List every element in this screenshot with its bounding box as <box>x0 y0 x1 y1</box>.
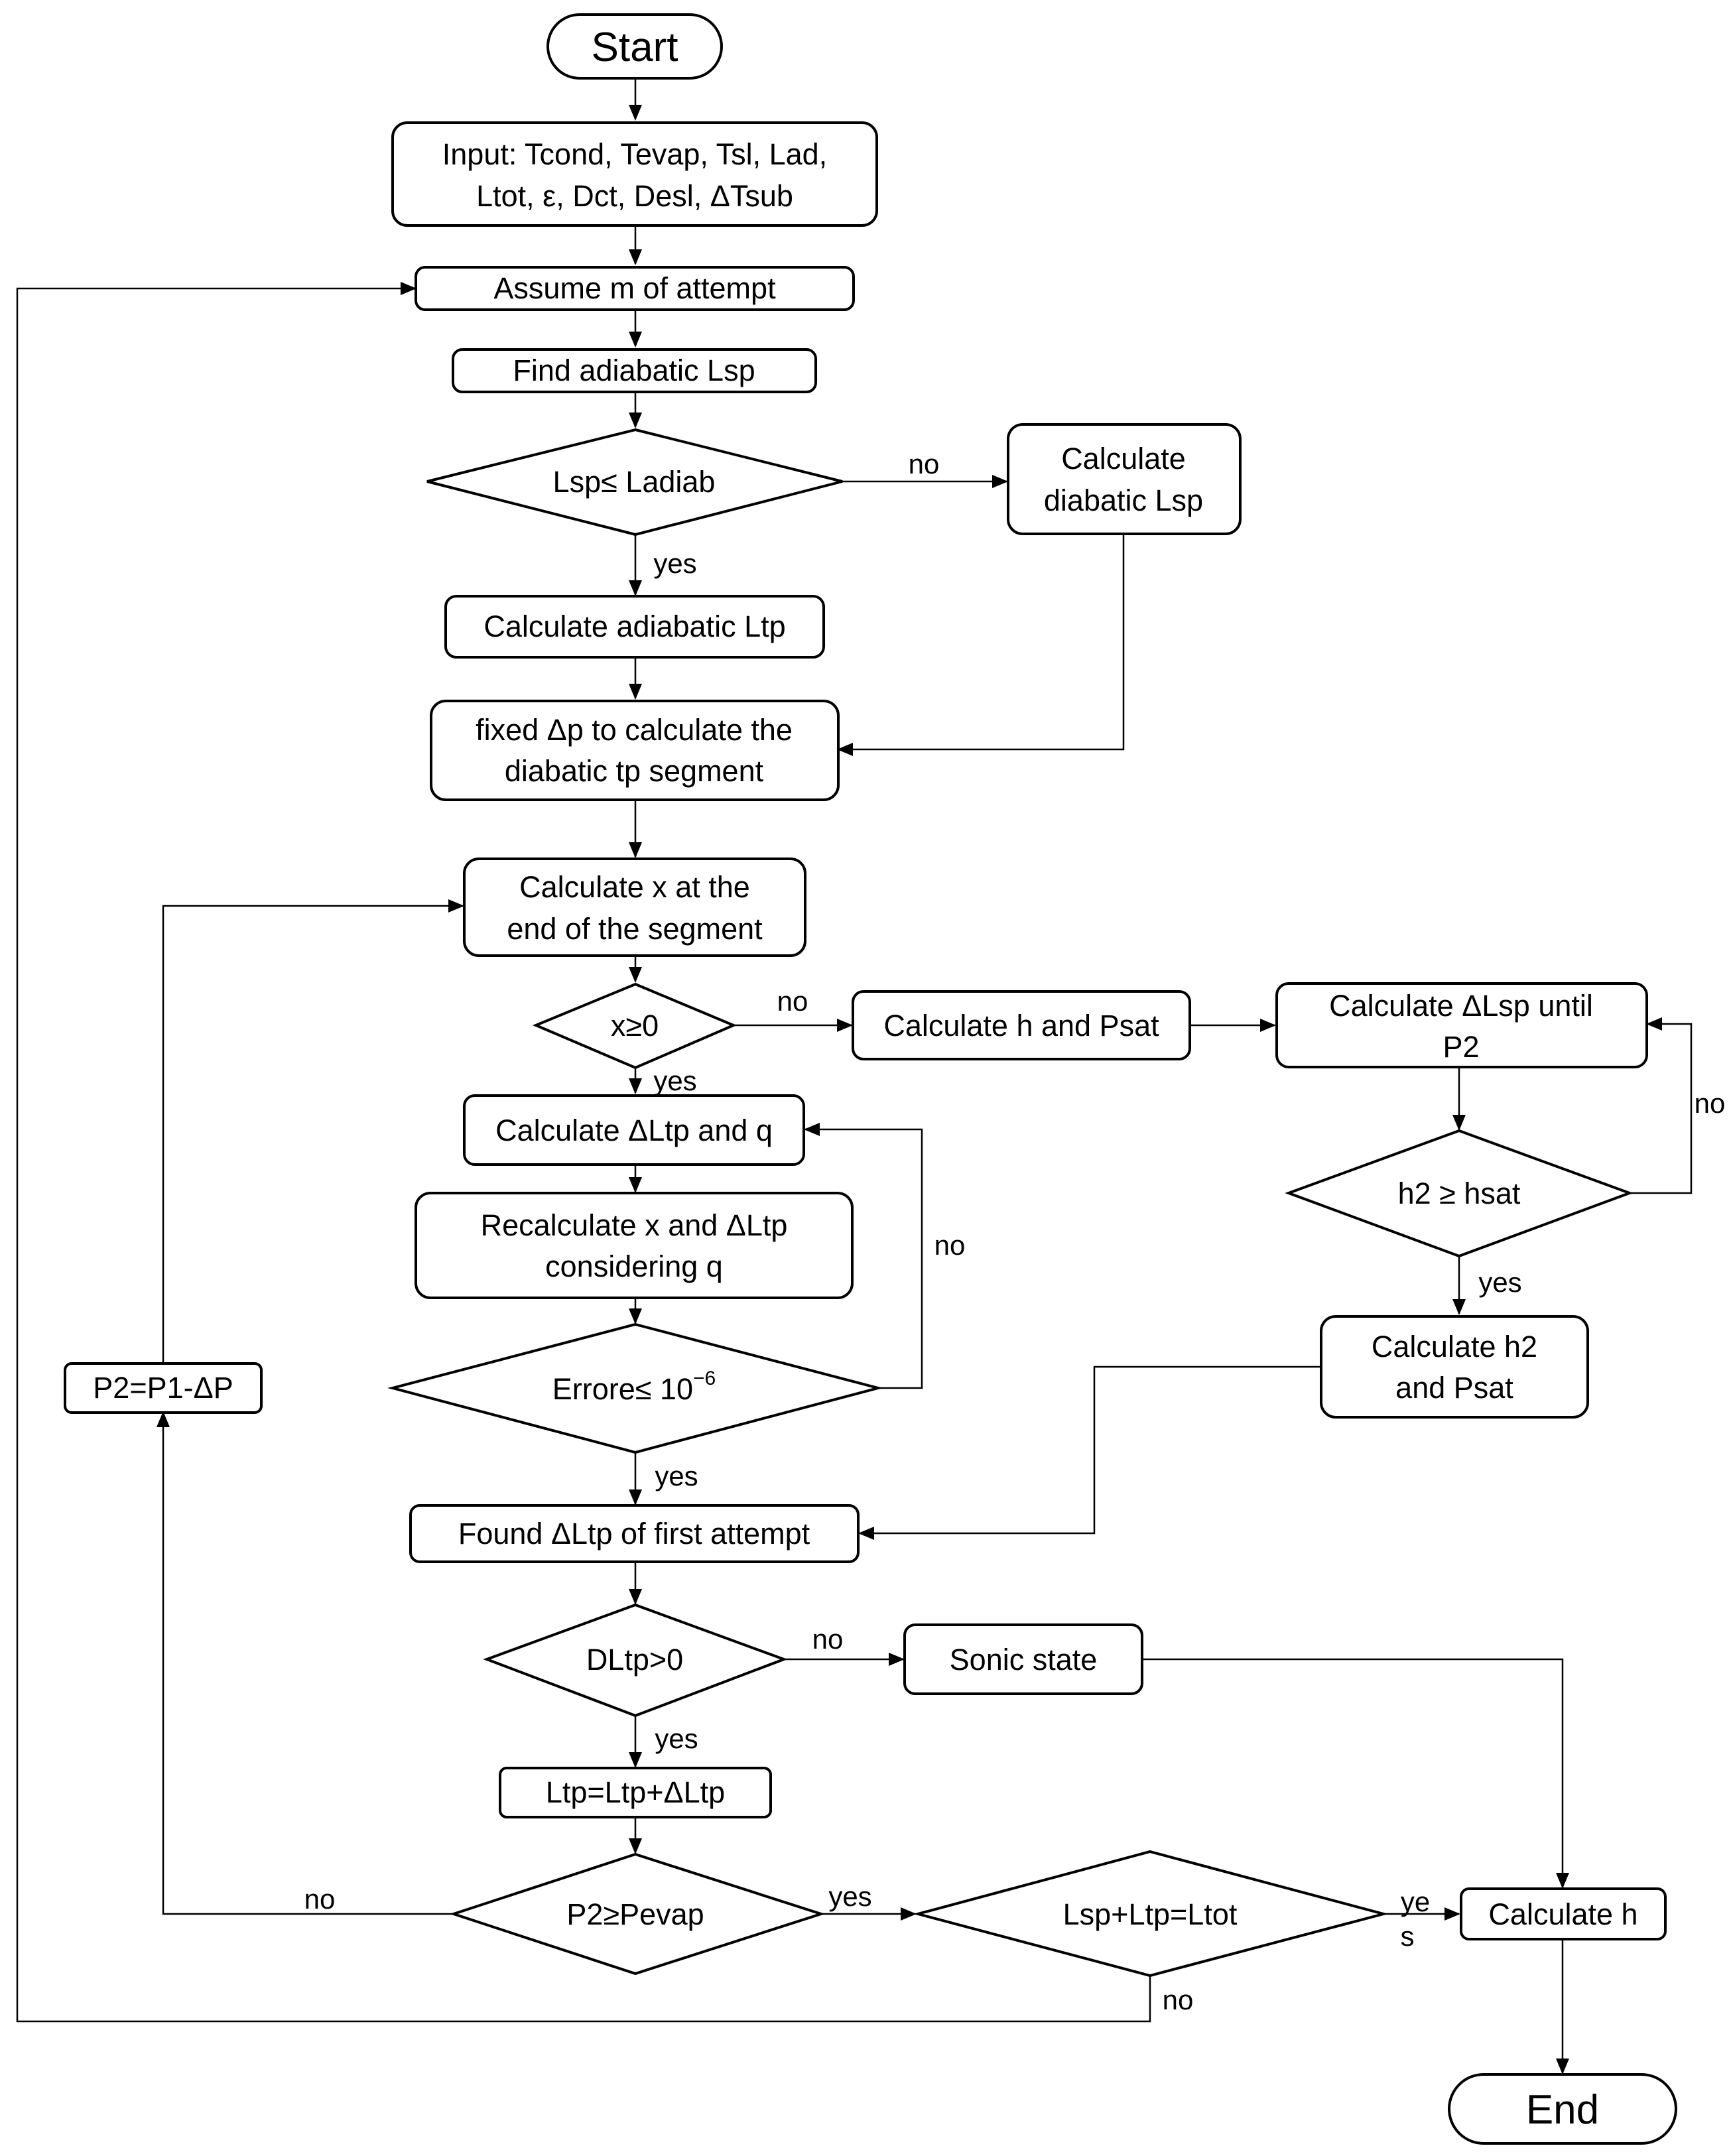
edge-labels: no yes no yes no yes no yes no yes no ye… <box>304 448 1726 2015</box>
find-adiabatic-lsp-box: Find adiabatic Lsp <box>452 348 817 393</box>
calc-dlsp-p2-box: Calculate ΔLsp until P2 <box>1275 982 1648 1068</box>
dltp-gt-0-label: DLtp>0 <box>586 1643 683 1677</box>
input-box: Input: Tcond, Tevap, Tsl, Lad, Ltot, ε, … <box>391 121 878 227</box>
fixed-dp-line-1: fixed Δp to calculate the <box>476 713 793 747</box>
label-h2-yes: yes <box>1478 1267 1521 1298</box>
ltp-update-label: Ltp=Ltp+ΔLtp <box>546 1775 725 1809</box>
label-p2-no: no <box>304 1883 336 1915</box>
nodes: Start Input: Tcond, Tevap, Tsl, Lad, Lto… <box>64 13 1677 2145</box>
label-lsp-no: no <box>909 448 940 479</box>
p2-ge-pevap-decision: P2≥Pevap <box>449 1852 826 1976</box>
edge-h2psat-found <box>858 1365 1320 1540</box>
sonic-state-box: Sonic state <box>903 1623 1143 1695</box>
label-dltp-no: no <box>812 1623 844 1655</box>
label-ltot-yes-2: s <box>1401 1921 1415 1952</box>
label-x-yes: yes <box>653 1065 696 1096</box>
calc-adiabatic-ltp-box: Calculate adiabatic Ltp <box>444 595 825 659</box>
sonic-state-label: Sonic state <box>950 1643 1098 1677</box>
dltp-gt-0-decision: DLtp>0 <box>483 1603 788 1718</box>
calc-dltp-q-label: Calculate ΔLtp and q <box>495 1113 773 1147</box>
edge-diab-lsp-fixed <box>837 534 1125 756</box>
edge-p2eq-calcx <box>162 899 464 1363</box>
calc-dltp-q-box: Calculate ΔLtp and q <box>463 1094 805 1166</box>
start-terminal: Start <box>546 13 723 80</box>
errore-exponent: −6 <box>693 1367 716 1389</box>
calc-h-psat-label: Calculate h and Psat <box>883 1009 1159 1043</box>
calc-diabatic-lsp-line-2: diabatic Lsp <box>1044 483 1203 517</box>
errore-text: Errore≤ 10 <box>552 1372 693 1406</box>
label-ltot-no: no <box>1163 1984 1194 2015</box>
find-adiabatic-lsp-label: Find adiabatic Lsp <box>513 353 755 387</box>
lsp-ltp-ltot-decision: Lsp+Ltp=Ltot <box>913 1850 1389 1978</box>
label-lsp-yes: yes <box>653 548 696 579</box>
recalc-x-dltp-line-2: considering q <box>545 1249 723 1283</box>
recalc-x-dltp-box: Recalculate x and ΔLtp considering q <box>415 1192 854 1299</box>
label-p2-yes: yes <box>828 1881 871 1912</box>
lsp-le-ladiab-decision: Lsp≤ Ladiab <box>426 428 843 537</box>
calc-x-end-line-1: Calculate x at the <box>519 870 750 904</box>
input-line-1: Input: Tcond, Tevap, Tsl, Lad, <box>442 137 827 171</box>
ltp-update-box: Ltp=Ltp+ΔLtp <box>499 1767 772 1818</box>
edge-sonic-calch <box>1142 1658 1569 1889</box>
recalc-x-dltp-line-1: Recalculate x and ΔLtp <box>481 1208 788 1242</box>
calc-h-box: Calculate h <box>1460 1887 1667 1940</box>
start-label: Start <box>592 25 678 70</box>
edge-p2-no <box>157 1411 454 1915</box>
calc-h-label: Calculate h <box>1488 1897 1637 1931</box>
input-line-2: Ltot, ε, Dct, Desl, ΔTsub <box>476 179 793 213</box>
edges <box>16 78 1693 2074</box>
x-ge-0-decision: x≥0 <box>532 982 737 1070</box>
errore-label: Errore≤ 10−6 <box>552 1367 716 1406</box>
p2-eq-label: P2=P1-ΔP <box>93 1371 233 1405</box>
edge-ltot-no <box>16 282 1151 2023</box>
label-errore-yes: yes <box>655 1460 698 1491</box>
calc-x-end-line-2: end of the segment <box>507 912 763 946</box>
h2-ge-hsat-decision: h2 ≥ hsat <box>1285 1129 1634 1258</box>
lsp-ltp-ltot-label: Lsp+Ltp=Ltot <box>1063 1897 1238 1931</box>
edge-errore-no <box>804 1123 923 1389</box>
label-x-no: no <box>777 985 808 1017</box>
calc-diabatic-lsp-line-1: Calculate <box>1061 442 1186 476</box>
found-dltp-label: Found ΔLtp of first attempt <box>458 1517 810 1551</box>
p2-eq-box: P2=P1-ΔP <box>64 1362 263 1414</box>
calc-h-psat-box: Calculate h and Psat <box>852 990 1191 1060</box>
fixed-dp-line-2: diabatic tp segment <box>505 754 764 788</box>
calc-dlsp-p2-line-1: Calculate ΔLsp until <box>1329 989 1593 1023</box>
label-errore-no: no <box>934 1230 966 1261</box>
lsp-le-ladiab-label: Lsp≤ Ladiab <box>553 465 716 499</box>
calc-x-end-box: Calculate x at the end of the segment <box>463 857 806 957</box>
end-terminal: End <box>1448 2073 1677 2145</box>
label-ltot-yes-1: ye <box>1401 1886 1430 1917</box>
found-dltp-box: Found ΔLtp of first attempt <box>409 1504 860 1563</box>
label-h2-no: no <box>1695 1088 1726 1119</box>
calc-h2-psat-box: Calculate h2 and Psat <box>1320 1315 1589 1419</box>
calc-dlsp-p2-line-2: P2 <box>1442 1030 1479 1064</box>
x-ge-0-label: x≥0 <box>611 1009 659 1043</box>
assume-m-label: Assume m of attempt <box>493 271 776 305</box>
errore-decision: Errore≤ 10−6 <box>387 1322 883 1454</box>
fixed-dp-box: fixed Δp to calculate the diabatic tp se… <box>430 700 840 801</box>
p2-ge-pevap-label: P2≥Pevap <box>566 1897 704 1931</box>
h2-ge-hsat-label: h2 ≥ hsat <box>1398 1176 1521 1210</box>
calc-adiabatic-ltp-label: Calculate adiabatic Ltp <box>483 609 785 643</box>
calc-h2-psat-line-2: and Psat <box>1395 1371 1513 1405</box>
calc-h2-psat-line-1: Calculate h2 <box>1372 1330 1537 1363</box>
label-dltp-yes: yes <box>655 1723 698 1754</box>
end-label: End <box>1526 2087 1599 2133</box>
edge-h2-no <box>1630 1017 1693 1194</box>
assume-m-box: Assume m of attempt <box>415 266 855 311</box>
calc-diabatic-lsp-box: Calculate diabatic Lsp <box>1007 423 1242 535</box>
